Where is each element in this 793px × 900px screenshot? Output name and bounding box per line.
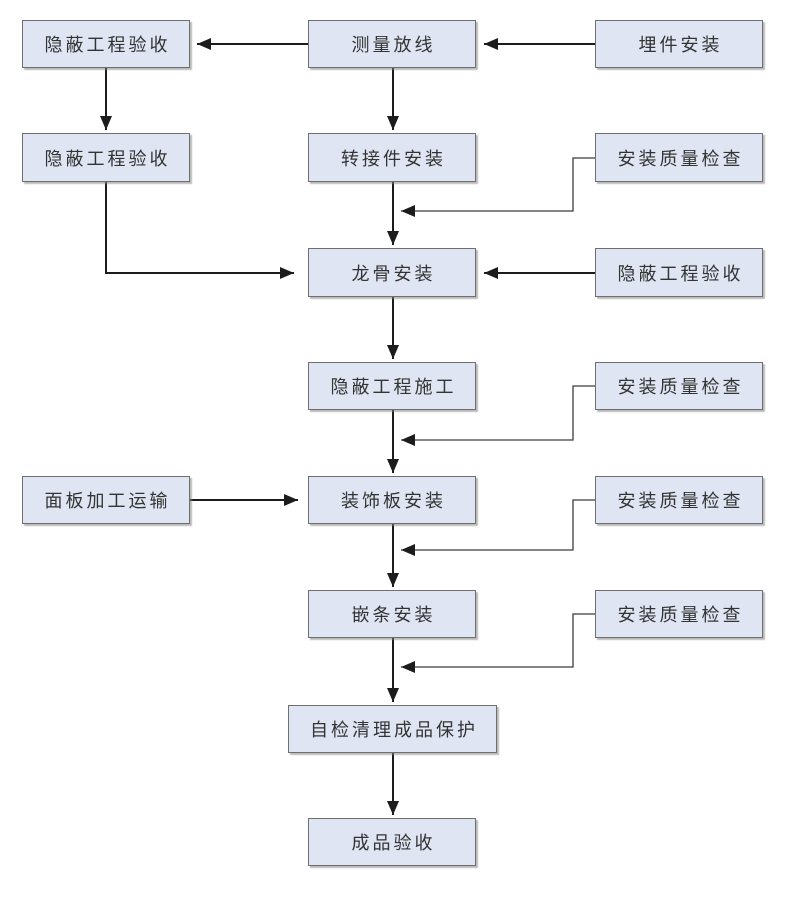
connector-qc3-to-trim-flow xyxy=(401,499,595,556)
node-final-acceptance: 成品验收 xyxy=(308,818,476,866)
connector-qc4-to-selfcheck-flow xyxy=(401,613,595,673)
node-panel-install: 装饰板安装 xyxy=(308,476,476,524)
node-quality-check-2: 安装质量检查 xyxy=(595,362,763,410)
node-survey-layout: 测量放线 xyxy=(308,20,476,68)
node-embed-install: 埋件安装 xyxy=(595,20,763,68)
node-panel-processing: 面板加工运输 xyxy=(22,476,190,524)
arrow-hidden2-to-keel xyxy=(105,182,294,279)
node-keel-install: 龙骨安装 xyxy=(308,248,476,297)
connector-qc1-to-keel-flow xyxy=(401,157,595,217)
node-hidden-acceptance-2: 隐蔽工程验收 xyxy=(22,133,190,182)
node-self-check-protection: 自检清理成品保护 xyxy=(288,705,497,753)
node-quality-check-4: 安装质量检查 xyxy=(595,590,763,638)
node-adapter-install: 转接件安装 xyxy=(308,133,476,182)
node-quality-check-3: 安装质量检查 xyxy=(595,476,763,524)
node-quality-check-1: 安装质量检查 xyxy=(595,133,763,182)
node-trim-install: 嵌条安装 xyxy=(308,590,476,638)
node-hidden-construction: 隐蔽工程施工 xyxy=(308,362,476,410)
node-hidden-acceptance-1: 隐蔽工程验收 xyxy=(22,20,190,68)
node-hidden-acceptance-3: 隐蔽工程验收 xyxy=(595,248,763,297)
connector-qc2-to-panel-flow xyxy=(401,385,595,446)
